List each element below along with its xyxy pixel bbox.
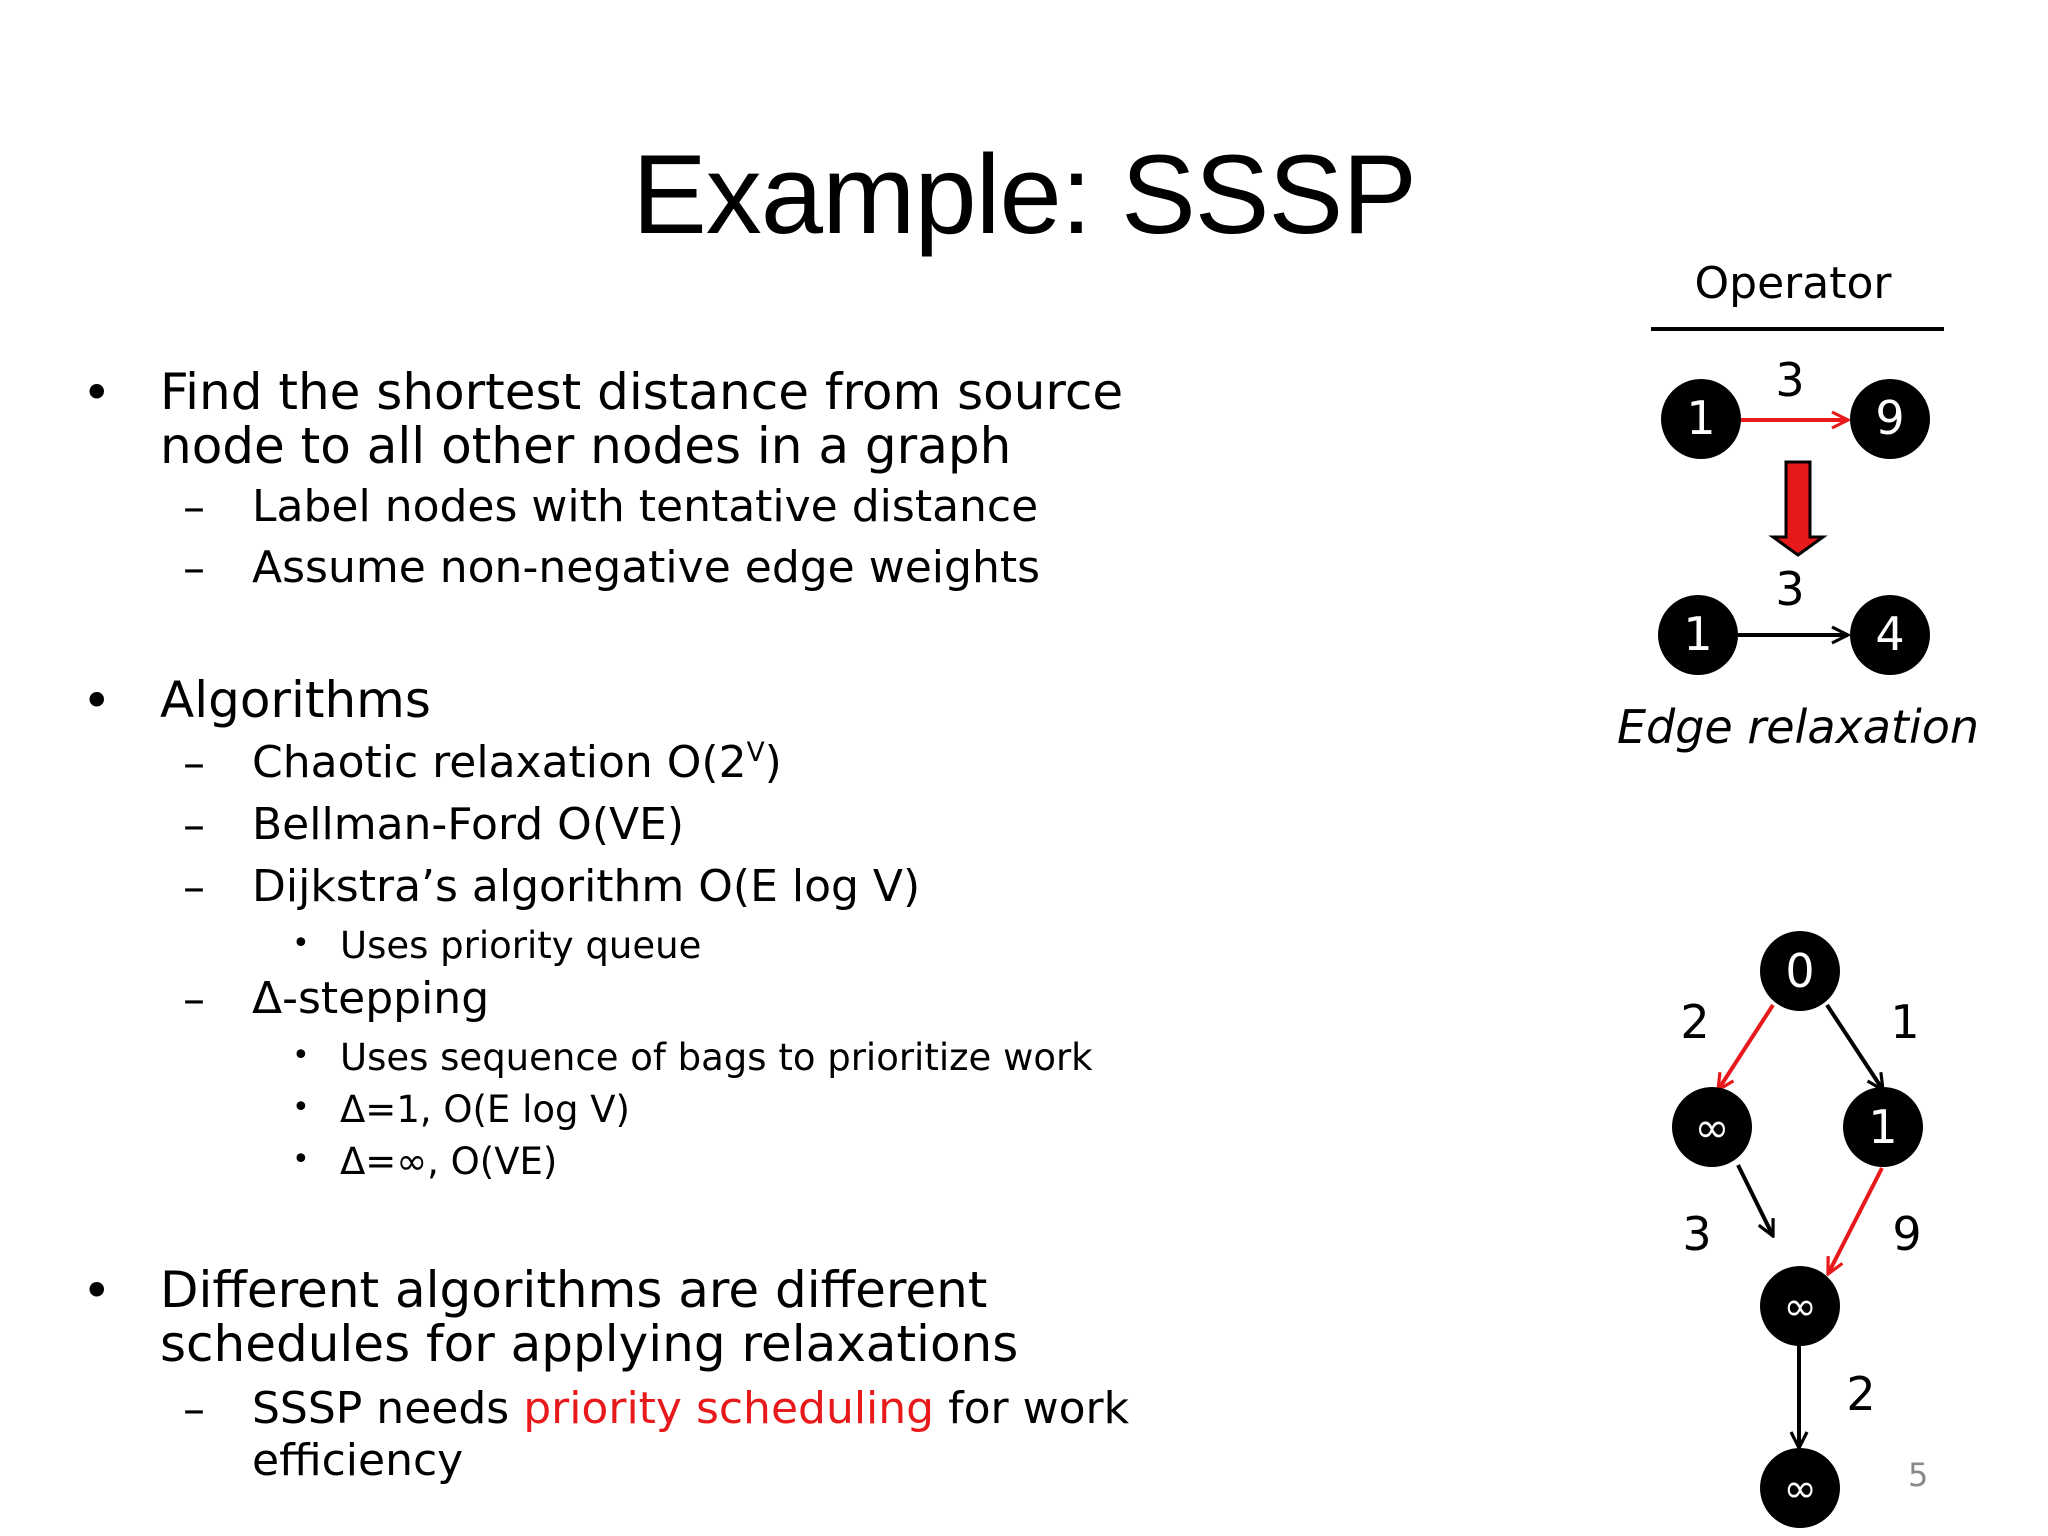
bullet-2-sub-4-sub-1: Uses sequence of bags to prioritize work bbox=[340, 1036, 1093, 1079]
bullet-2-sub-3: Dijkstra’s algorithm O(E log V) bbox=[252, 861, 921, 912]
bullet-2-line-1: Algorithms bbox=[160, 671, 431, 729]
bullet-3-sub-1-line-2: efficiency bbox=[252, 1435, 464, 1486]
node-after-src bbox=[1658, 595, 1738, 675]
bullet-marker: • bbox=[292, 1142, 310, 1177]
bullet-2-sub-3-sub-1: Uses priority queue bbox=[340, 924, 702, 967]
node-after-dst-label: 4 bbox=[1875, 607, 1904, 661]
weight-left-mid: 3 bbox=[1682, 1207, 1711, 1261]
bullet-2-sub-1-text: Chaotic relaxation O(2 bbox=[252, 737, 747, 788]
bullet-2-sub-4-sub-2: Δ=1, O(E log V) bbox=[340, 1088, 630, 1131]
dash-marker: – bbox=[183, 482, 205, 533]
bullet-marker: • bbox=[292, 1090, 310, 1125]
graph-node-top bbox=[1760, 931, 1840, 1011]
bullet-2-sub-4-sub-3: Δ=∞, O(VE) bbox=[340, 1140, 558, 1183]
priority-scheduling-highlight: priority scheduling bbox=[523, 1383, 935, 1434]
dash-marker: – bbox=[183, 974, 205, 1025]
bullet-1-line-1: Find the shortest distance from source bbox=[160, 363, 1124, 421]
graph-node-mid bbox=[1760, 1266, 1840, 1346]
bullet-marker: • bbox=[292, 1038, 310, 1073]
bullet-3-line-1: Different algorithms are different bbox=[160, 1261, 988, 1319]
graph-node-right-label: 1 bbox=[1868, 1100, 1897, 1154]
graph-node-top-label: 0 bbox=[1785, 944, 1814, 998]
bullet-2-sub-1: Chaotic relaxation O(2V) bbox=[252, 738, 782, 788]
page-number: 5 bbox=[1908, 1456, 1929, 1494]
operator-caption: Edge relaxation bbox=[1617, 700, 1979, 754]
bullet-marker: • bbox=[82, 364, 112, 422]
sssp-graph: 0 ∞ 1 ∞ ∞ 2 1 3 9 2 bbox=[1672, 931, 1923, 1528]
dash-marker: – bbox=[183, 543, 205, 594]
edge-left-mid bbox=[1736, 1164, 1775, 1236]
node-before-dst bbox=[1850, 379, 1930, 459]
graph-node-left bbox=[1672, 1087, 1752, 1167]
bullet-2-sub-1-sup: V bbox=[746, 737, 765, 769]
bullet-marker: • bbox=[82, 1262, 112, 1320]
node-before-dst-label: 9 bbox=[1875, 391, 1904, 445]
weight-right-mid: 9 bbox=[1892, 1207, 1921, 1261]
dash-marker: – bbox=[183, 738, 205, 789]
graph-node-right bbox=[1843, 1087, 1923, 1167]
edge-right-mid bbox=[1826, 1167, 1884, 1274]
transform-arrow bbox=[1768, 460, 1828, 557]
bullet-1-sub-1: Label nodes with tentative distance bbox=[252, 481, 1039, 532]
edge-top-right bbox=[1825, 1003, 1883, 1090]
edge-top-left bbox=[1718, 1003, 1775, 1090]
bullet-marker: • bbox=[292, 926, 310, 961]
bullet-1-sub-2: Assume non-negative edge weights bbox=[252, 542, 1041, 593]
node-before-src bbox=[1661, 379, 1741, 459]
bullet-2-sub-4: Δ-stepping bbox=[252, 973, 490, 1024]
bullet-3-sub-1-post: for work bbox=[934, 1383, 1130, 1434]
operator-heading: Operator bbox=[1695, 258, 1893, 309]
node-after-src-label: 1 bbox=[1683, 607, 1712, 661]
weight-mid-bottom: 2 bbox=[1846, 1367, 1875, 1421]
node-before-src-label: 1 bbox=[1686, 391, 1715, 445]
edge-weight-before: 3 bbox=[1775, 353, 1804, 407]
bullet-2-sub-1-end: ) bbox=[764, 737, 782, 788]
bullet-marker: • bbox=[82, 672, 112, 730]
dash-marker: – bbox=[183, 1384, 205, 1435]
bullet-3-line-2: schedules for applying relaxations bbox=[160, 1315, 1019, 1373]
graph-node-bottom bbox=[1760, 1448, 1840, 1528]
operator-diagram: Operator 1 9 3 1 4 3 Edge relaxation bbox=[1617, 258, 1979, 754]
weight-top-left: 2 bbox=[1680, 995, 1709, 1049]
graph-node-bottom-label: ∞ bbox=[1783, 1466, 1816, 1512]
bullet-3-sub-1-pre: SSSP needs bbox=[252, 1383, 524, 1434]
dash-marker: – bbox=[183, 862, 205, 913]
bullet-3-sub-1: SSSP needs priority scheduling for work bbox=[252, 1384, 1129, 1434]
bullet-1-line-2: node to all other nodes in a graph bbox=[160, 417, 1012, 475]
weight-top-right: 1 bbox=[1890, 995, 1919, 1049]
node-after-dst bbox=[1850, 595, 1930, 675]
edge-weight-after: 3 bbox=[1775, 562, 1804, 616]
slide-title: Example: SSSP bbox=[632, 132, 1417, 257]
graph-node-left-label: ∞ bbox=[1695, 1103, 1730, 1152]
graph-node-mid-label: ∞ bbox=[1783, 1284, 1816, 1330]
bullet-2-sub-2: Bellman-Ford O(VE) bbox=[252, 799, 685, 850]
dash-marker: – bbox=[183, 800, 205, 851]
